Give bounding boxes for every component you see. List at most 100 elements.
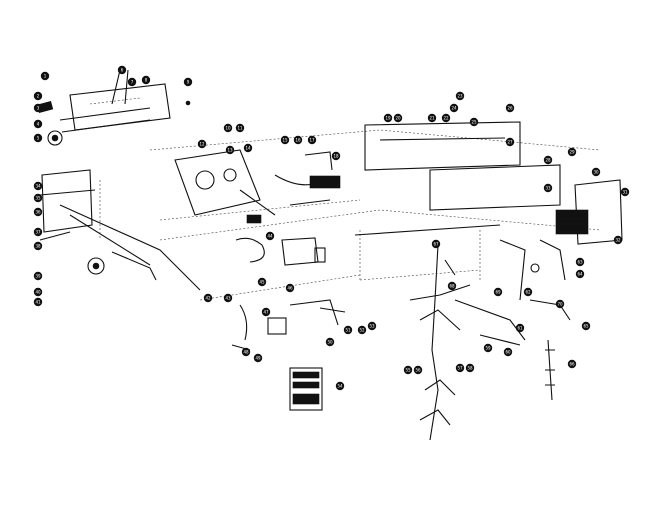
callout-58: 58	[465, 363, 475, 373]
callout-number: 57	[457, 366, 463, 371]
callout-69: 69	[493, 287, 503, 297]
callout-number: 17	[309, 138, 315, 143]
callout-number: 18	[333, 154, 339, 159]
callout-36: 36	[33, 207, 43, 217]
instruction-label	[289, 367, 323, 411]
callout-number: 53	[369, 324, 375, 329]
callout-bubble	[33, 241, 43, 251]
callout-49: 49	[253, 353, 263, 363]
callout-68: 68	[447, 281, 457, 291]
callout-bubble	[413, 365, 423, 375]
callout-bubble	[197, 139, 207, 149]
callout-48: 48	[241, 347, 251, 357]
callout-number: 56	[415, 368, 421, 373]
callout-44: 44	[265, 231, 275, 241]
top-left-axle-assembly	[36, 69, 191, 146]
callout-7: 7	[127, 77, 137, 87]
callout-bubble	[280, 135, 290, 145]
callout-bubble	[567, 147, 577, 157]
callout-45: 45	[257, 277, 267, 287]
callout-3: 3	[33, 103, 43, 113]
callout-number: 23	[457, 94, 463, 99]
callout-bubble	[575, 269, 585, 279]
callout-number: 41	[35, 300, 41, 305]
callout-bubble	[523, 287, 533, 297]
callout-11: 11	[235, 123, 245, 133]
callout-number: 35	[35, 196, 41, 201]
callout-34: 34	[33, 181, 43, 191]
callout-55: 55	[403, 365, 413, 375]
callout-32: 32	[613, 235, 623, 245]
callout-12: 12	[197, 139, 207, 149]
callout-number: 48	[243, 350, 249, 355]
callout-bubble	[431, 239, 441, 249]
callout-bubble	[367, 321, 377, 331]
callout-bubble	[33, 133, 43, 143]
callout-bubble	[33, 119, 43, 129]
callout-bubble	[33, 91, 43, 101]
callout-number: 47	[263, 310, 269, 315]
wiring-harness	[409, 244, 526, 441]
callout-bubble	[253, 353, 263, 363]
callout-35: 35	[33, 193, 43, 203]
callout-22: 22	[441, 113, 451, 123]
callout-28: 28	[543, 155, 553, 165]
callout-number: 22	[443, 116, 449, 121]
callout-bubble	[33, 193, 43, 203]
callout-bubble	[203, 293, 213, 303]
callout-bubble	[241, 347, 251, 357]
callout-bubble	[331, 151, 341, 161]
callout-bubble	[325, 337, 335, 347]
callout-bubble	[261, 307, 271, 317]
callout-number: 42	[205, 296, 211, 301]
callout-number: 6	[121, 68, 124, 73]
callout-bubble	[183, 77, 193, 87]
callout-18: 18	[331, 151, 341, 161]
callout-43: 43	[223, 293, 233, 303]
callout-bubble	[33, 227, 43, 237]
callout-number: 54	[337, 384, 343, 389]
callout-number: 25	[471, 120, 477, 125]
callout-2: 2	[33, 91, 43, 101]
callout-bubble	[515, 323, 525, 333]
callout-bubble	[257, 277, 267, 287]
callout-number: 60	[505, 350, 511, 355]
callout-number: 26	[507, 106, 513, 111]
callout-bubble	[493, 287, 503, 297]
callout-number: 61	[517, 326, 523, 331]
callout-14: 14	[243, 143, 253, 153]
callout-bubble	[447, 281, 457, 291]
callout-47: 47	[261, 307, 271, 317]
callout-26: 26	[505, 103, 515, 113]
callout-bubble	[223, 293, 233, 303]
callout-24: 24	[449, 103, 459, 113]
callout-29: 29	[567, 147, 577, 157]
callout-30: 30	[591, 167, 601, 177]
callout-66: 66	[567, 359, 577, 369]
callout-number: 69	[495, 290, 501, 295]
callout-number: 31	[622, 190, 628, 195]
callout-bubble	[235, 123, 245, 133]
central-frame	[149, 121, 601, 280]
callout-number: 30	[593, 170, 599, 175]
callout-37: 37	[33, 227, 43, 237]
callout-bubble	[223, 123, 233, 133]
callout-65: 65	[581, 321, 591, 331]
callout-bubble	[343, 325, 353, 335]
callout-number: 1	[44, 74, 47, 79]
callout-number: 44	[267, 234, 273, 239]
callout-number: 20	[395, 116, 401, 121]
callout-33: 33	[543, 183, 553, 193]
callout-bubble	[33, 271, 43, 281]
callout-bubble	[33, 207, 43, 217]
callout-number: 7	[131, 80, 134, 85]
callout-number: 19	[385, 116, 391, 121]
callout-number: 59	[485, 346, 491, 351]
callout-4: 4	[33, 119, 43, 129]
callout-50: 50	[325, 337, 335, 347]
callout-bubble	[33, 297, 43, 307]
callout-bubble	[505, 103, 515, 113]
callout-31: 31	[620, 187, 630, 197]
callout-bubble	[117, 65, 127, 75]
